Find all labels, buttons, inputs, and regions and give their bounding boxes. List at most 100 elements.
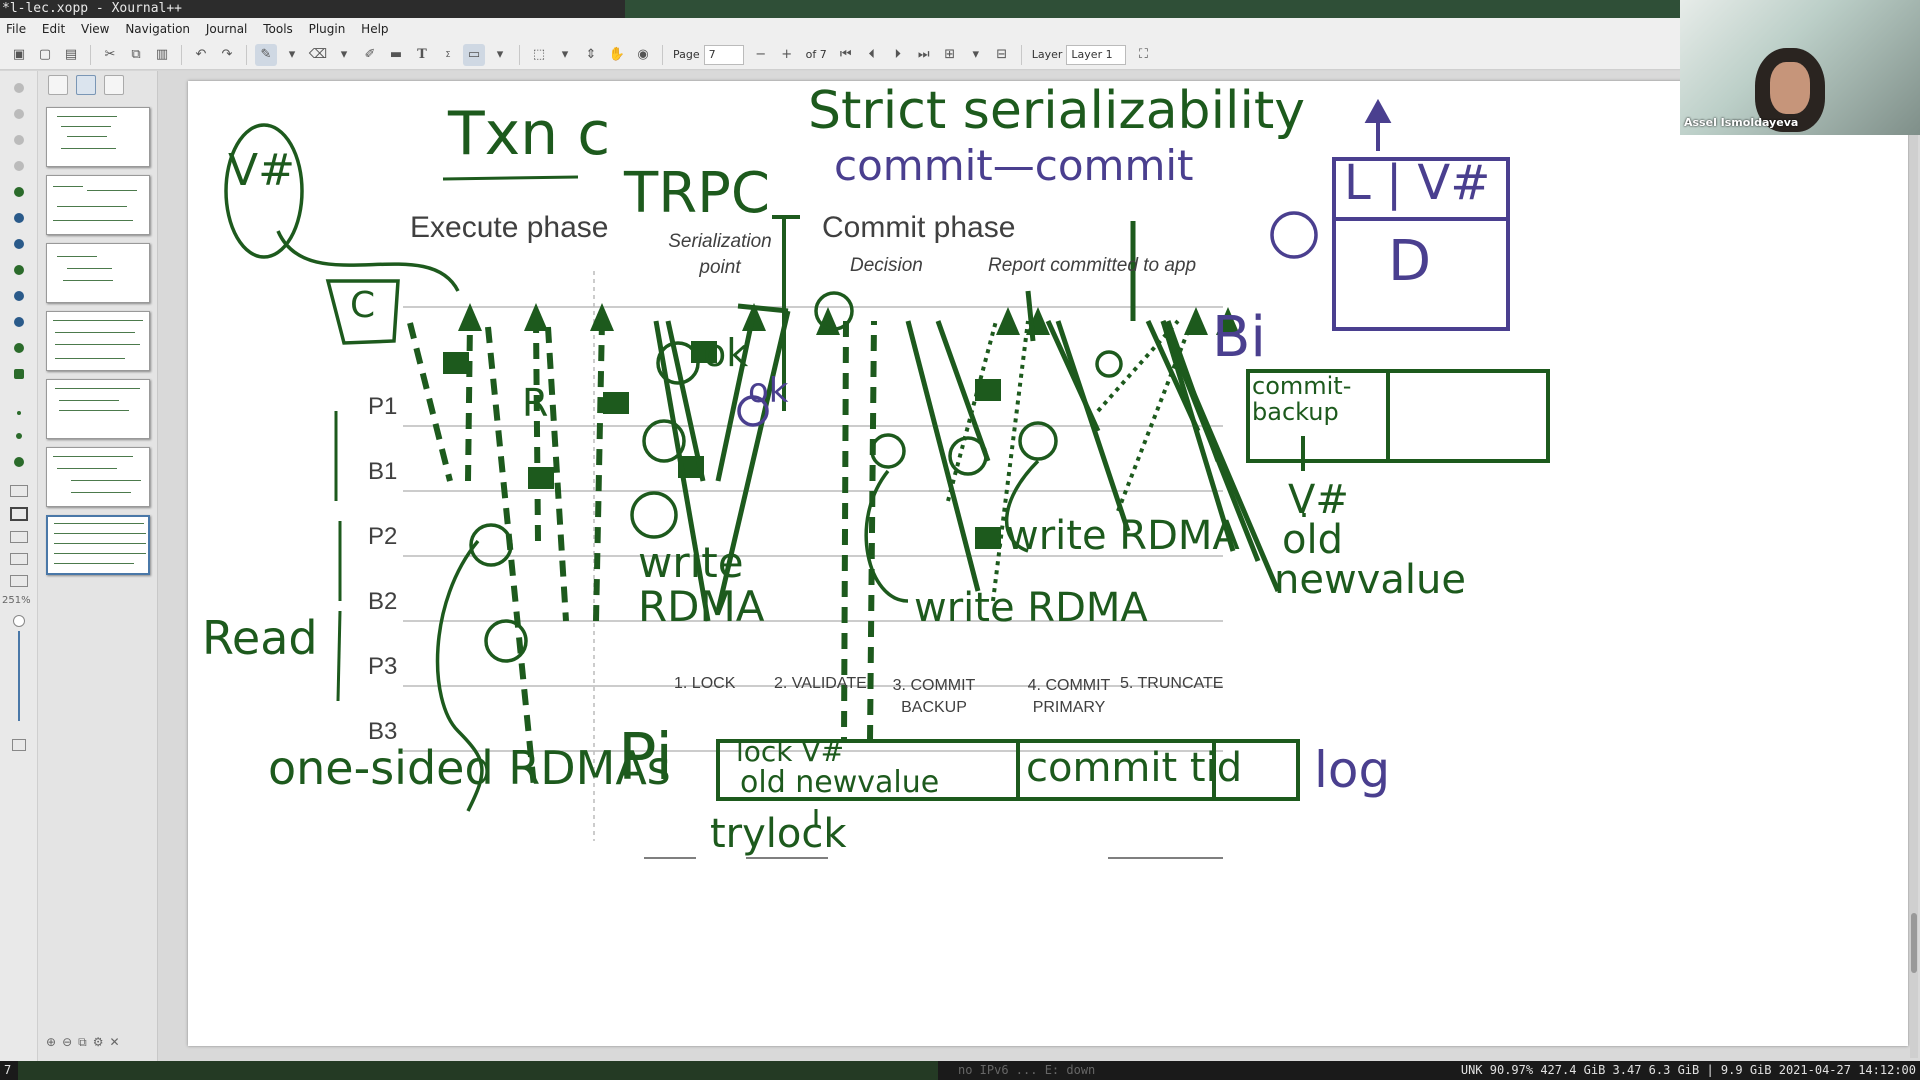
color-custom-icon[interactable] <box>14 369 24 379</box>
workspace-number[interactable]: 7 <box>4 1063 12 1077</box>
webcam-overlay: Assel Ismoldayeva <box>1680 0 1920 135</box>
fullscreen-icon[interactable]: ⛶ <box>1138 47 1148 62</box>
next-page-icon[interactable]: ⏵ <box>894 47 902 62</box>
pen-tool-icon[interactable]: ✎ <box>255 43 277 66</box>
zoom-slider-track[interactable] <box>18 631 20 721</box>
page-increment-icon[interactable]: + <box>781 47 793 62</box>
export-icon[interactable]: ▤ <box>64 47 78 62</box>
save-icon[interactable]: ▣ <box>12 47 26 62</box>
hw-log-commit: commit tid <box>1026 745 1243 791</box>
highlighter-tool-icon[interactable]: ✐ <box>364 47 376 62</box>
first-page-icon[interactable]: ⏮ <box>839 47 852 62</box>
menu-help[interactable]: Help <box>361 22 389 36</box>
move-page-down-icon[interactable]: ⊖ <box>62 1035 73 1049</box>
hw-trylock: trylock <box>710 811 847 857</box>
menu-navigation[interactable]: Navigation <box>125 22 191 36</box>
page-number-input[interactable]: 7 <box>703 44 744 65</box>
audio-icon[interactable] <box>10 575 28 587</box>
step-validate: 2. VALIDATE <box>774 675 867 692</box>
page-thumb-1[interactable] <box>46 107 150 167</box>
zoom-fit-icon[interactable] <box>12 739 26 751</box>
color-blue4-icon[interactable] <box>14 317 24 327</box>
delete-page-footer-icon[interactable]: ✕ <box>109 1035 120 1049</box>
menu-file[interactable]: File <box>6 22 27 36</box>
page-decrement-icon[interactable]: − <box>755 47 767 62</box>
eraser-dropdown-icon[interactable]: ▾ <box>340 47 348 62</box>
shape-tool-icon[interactable]: ▭ <box>463 43 485 66</box>
copy-page-icon[interactable]: ⧉ <box>78 1034 87 1049</box>
paste-icon[interactable]: ▥ <box>155 47 169 62</box>
pen-size-large-icon[interactable] <box>14 457 24 467</box>
select-dropdown-icon[interactable]: ▾ <box>561 47 569 62</box>
undo-icon[interactable]: ↶ <box>195 47 207 62</box>
math-tex-icon[interactable]: Σ <box>445 50 451 59</box>
color-gray3-icon[interactable] <box>14 161 24 171</box>
menu-plugin[interactable]: Plugin <box>308 22 346 36</box>
ruler-icon[interactable] <box>10 553 28 565</box>
hw-one-sided-rdmas: one-sided RDMAs <box>268 741 671 795</box>
color-green2-icon[interactable] <box>14 265 24 275</box>
pen-size-small-icon[interactable] <box>17 411 21 415</box>
canvas-area[interactable]: Execute phase Commit phase Serialization… <box>158 71 1920 1061</box>
eraser-tool-icon[interactable]: ⌫ <box>308 47 328 62</box>
last-page-icon[interactable]: ⏭ <box>917 47 930 62</box>
page-thumb-2[interactable] <box>46 175 150 235</box>
select-rect-icon[interactable]: ⬚ <box>532 47 546 62</box>
menubar: File Edit View Navigation Journal Tools … <box>0 18 1920 40</box>
grid-icon[interactable] <box>10 531 28 543</box>
vertical-scrollbar[interactable] <box>1910 83 1918 1058</box>
menu-edit[interactable]: Edit <box>41 22 66 36</box>
image-tool-icon[interactable]: ▬ <box>389 47 403 62</box>
page-thumb-3[interactable] <box>46 243 150 303</box>
commit-phase-label: Commit phase <box>822 211 1016 244</box>
row-label-p2: P2 <box>368 523 398 550</box>
layer-select[interactable]: Layer 1 <box>1066 44 1127 65</box>
insert-page-dropdown-icon[interactable]: ▾ <box>972 47 980 62</box>
insert-page-icon[interactable]: ⊞ <box>944 47 956 62</box>
tab-index-icon[interactable] <box>48 75 68 95</box>
pen-dropdown-icon[interactable]: ▾ <box>288 47 296 62</box>
page-settings-icon[interactable]: ⚙ <box>92 1035 104 1049</box>
color-gray2-icon[interactable] <box>14 135 24 145</box>
hw-write-rdma-3: write RDMA <box>1006 513 1240 559</box>
hw-lvhash: L | V# <box>1344 155 1491 211</box>
color-green3-icon[interactable] <box>14 343 24 353</box>
text-tool-icon[interactable]: T <box>417 47 427 62</box>
page-thumb-4[interactable] <box>46 311 150 371</box>
color-blue-icon[interactable] <box>14 213 24 223</box>
page-thumb-7[interactable] <box>46 515 150 575</box>
menu-journal[interactable]: Journal <box>205 22 248 36</box>
redo-icon[interactable]: ↷ <box>221 47 233 62</box>
journal-page[interactable]: Execute phase Commit phase Serialization… <box>188 81 1908 1046</box>
playback-icon[interactable]: ◉ <box>637 47 649 62</box>
hw-d-box: D <box>1388 229 1432 294</box>
color-gray-icon[interactable] <box>14 109 24 119</box>
tab-layers-icon[interactable] <box>104 75 124 95</box>
hw-commit-commit: commit—commit <box>834 141 1194 190</box>
new-page-icon[interactable]: ▢ <box>38 47 52 62</box>
hw-commit-backup: commit-backup <box>1252 372 1352 426</box>
hand-tool-icon[interactable]: ✋ <box>608 47 626 62</box>
move-page-up-icon[interactable]: ⊕ <box>46 1035 57 1049</box>
presentation-icon[interactable] <box>10 507 28 521</box>
fill-icon[interactable] <box>10 485 28 497</box>
pen-size-medium-icon[interactable] <box>16 433 22 439</box>
zoom-slider-handle[interactable] <box>13 615 25 627</box>
prev-page-icon[interactable]: ⏴ <box>868 47 876 62</box>
hw-ok1: ok <box>703 331 749 375</box>
menu-view[interactable]: View <box>81 22 110 36</box>
color-white-icon[interactable] <box>14 83 24 93</box>
cut-icon[interactable]: ✂ <box>104 47 116 62</box>
color-blue3-icon[interactable] <box>14 291 24 301</box>
scrollbar-thumb[interactable] <box>1911 913 1917 973</box>
shape-dropdown-icon[interactable]: ▾ <box>496 47 504 62</box>
delete-page-icon[interactable]: ⊟ <box>996 47 1008 62</box>
page-thumb-6[interactable] <box>46 447 150 507</box>
menu-tools[interactable]: Tools <box>263 22 293 36</box>
vertical-space-icon[interactable]: ⇕ <box>585 47 597 62</box>
copy-icon[interactable]: ⧉ <box>131 47 141 62</box>
tab-pages-icon[interactable] <box>76 75 96 95</box>
color-blue2-icon[interactable] <box>14 239 24 249</box>
color-green-icon[interactable] <box>14 187 24 197</box>
page-thumb-5[interactable] <box>46 379 150 439</box>
